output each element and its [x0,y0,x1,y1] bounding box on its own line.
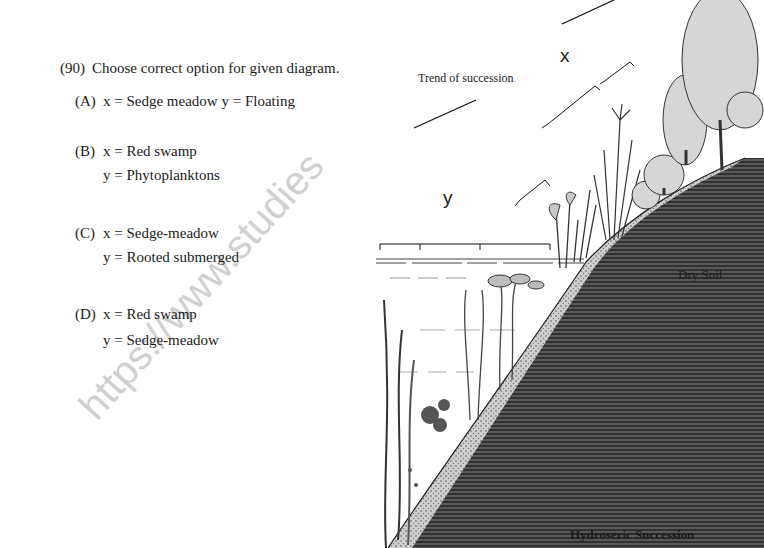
option-text: x = Red swamp [103,306,197,323]
option-letter: (B) [75,143,95,160]
option-text: x = Red swamp [103,143,197,160]
watermark: https://www.studies [70,144,332,428]
option-letter: (D) [75,306,96,323]
zone-marker: x [560,46,570,67]
option-text: y = Phytoplanktons [103,167,220,184]
soil-label: Dry Soil [678,268,722,282]
option-text: y = Rooted submerged [103,249,239,266]
trend-label: Trend of succession [418,72,514,85]
option-letter: (A) [75,93,96,110]
option-text: x = Sedge meadow y = Floating [103,93,295,110]
figure-caption: Hydroseric Succession [570,528,694,542]
zone-marker: y [443,188,453,209]
question-text: Choose correct option for given diagram. [92,60,339,77]
option-text: x = Sedge-meadow [103,225,219,242]
option-letter: (C) [75,225,95,242]
option-text: y = Sedge-meadow [103,332,219,349]
question-number: (90) [60,60,85,77]
